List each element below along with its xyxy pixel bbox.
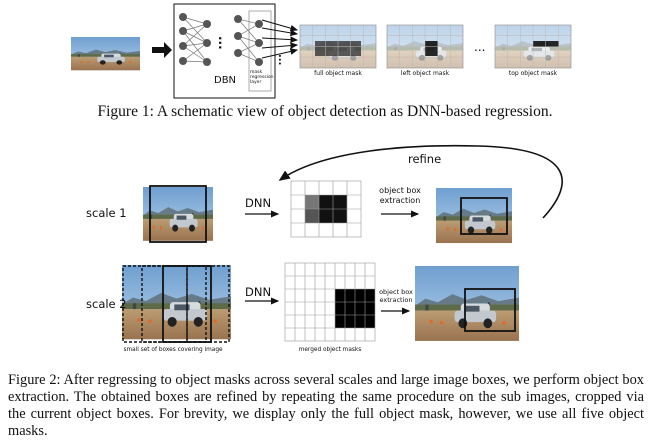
merged-mask-grid — [284, 262, 376, 342]
output-arrows — [261, 19, 299, 59]
arrows-ellipsis: ... — [276, 54, 287, 66]
extraction-label-1: object box extraction — [379, 186, 421, 205]
extraction-label-2: object box extraction — [379, 288, 413, 304]
merged-masks-label: merged object masks — [298, 347, 362, 353]
scale2-label: scale 2 — [86, 297, 127, 311]
scale1-mask-grid — [290, 180, 362, 238]
scale2-result-box — [464, 288, 516, 332]
scale1-label: scale 1 — [86, 206, 127, 220]
scale2-boxes — [122, 265, 230, 343]
masks-ellipsis: ... — [474, 40, 486, 54]
mask-regression-layer-box — [248, 10, 272, 92]
dnn-label-1: DNN — [245, 196, 272, 210]
dbn-label: DBN — [214, 75, 237, 86]
full-object-mask-label: full object mask — [314, 70, 362, 77]
scale1-box — [149, 185, 207, 243]
left-object-mask — [386, 24, 464, 69]
dnn-label-2: DNN — [245, 285, 272, 299]
network-edges — [182, 16, 260, 63]
small-boxes-label: small set of boxes covering image — [123, 347, 223, 353]
nodes-ellipsis: ... — [216, 36, 230, 50]
scale2-result-image — [415, 266, 519, 341]
figure2-caption: Figure 2: After regressing to object mas… — [8, 372, 644, 439]
input-image-thumbnail — [71, 37, 140, 71]
network-nodes — [179, 13, 263, 66]
scale2-image — [122, 265, 231, 340]
arrow-icon — [152, 42, 172, 58]
figure1-caption: Figure 1: A schematic view of object det… — [97, 103, 553, 120]
top-object-mask — [494, 24, 572, 69]
mask-regression-layer-label: mask regression layer — [250, 70, 274, 85]
left-object-mask-label: left object mask — [400, 70, 450, 77]
refine-label: refine — [408, 152, 442, 166]
full-object-mask — [299, 24, 377, 69]
top-object-mask-label: top object mask — [508, 70, 558, 77]
refine-arrow — [278, 144, 563, 219]
scale1-image — [143, 187, 213, 241]
scale1-result-box — [460, 197, 508, 235]
